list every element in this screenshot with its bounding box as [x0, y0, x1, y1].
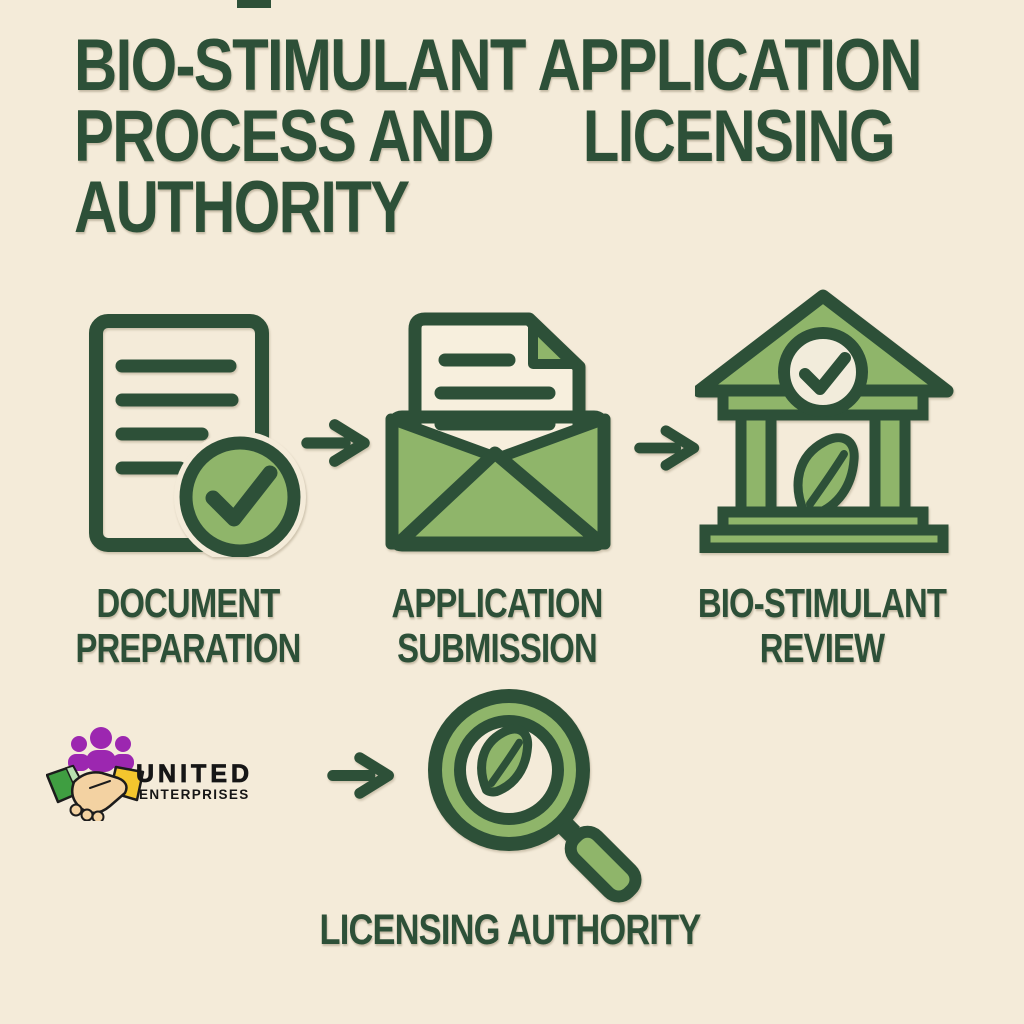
page-title: BIO-STIMULANT APPLICATION PROCESS AND LI… — [74, 25, 922, 248]
arrow-right-icon — [301, 419, 370, 467]
step-label-document-preparation: DOCUMENT PREPARATION — [75, 580, 301, 671]
step-label-bio-stimulant-review: BIO-STIMULANT REVIEW — [697, 580, 947, 671]
leaf-icon — [477, 724, 533, 797]
arrow-right-icon — [327, 752, 394, 799]
magnifier-leaf-icon — [428, 689, 642, 903]
step-label-application-submission: APPLICATION SUBMISSION — [391, 580, 603, 671]
handshake-people-logo-icon — [46, 727, 145, 821]
envelope-letter-icon — [385, 312, 611, 552]
leaf-icon — [793, 433, 859, 519]
step-label-licensing-authority: LICENSING AUTHORITY — [319, 906, 701, 954]
bank-building-icon — [695, 289, 954, 553]
arrow-right-icon — [634, 425, 700, 471]
top-edge-mark — [237, 0, 271, 8]
people-icon — [68, 727, 134, 772]
logo-title: UNITED — [136, 760, 254, 789]
document-check-icon — [89, 314, 306, 557]
logo-subtitle: ENTERPRISES — [139, 787, 250, 802]
